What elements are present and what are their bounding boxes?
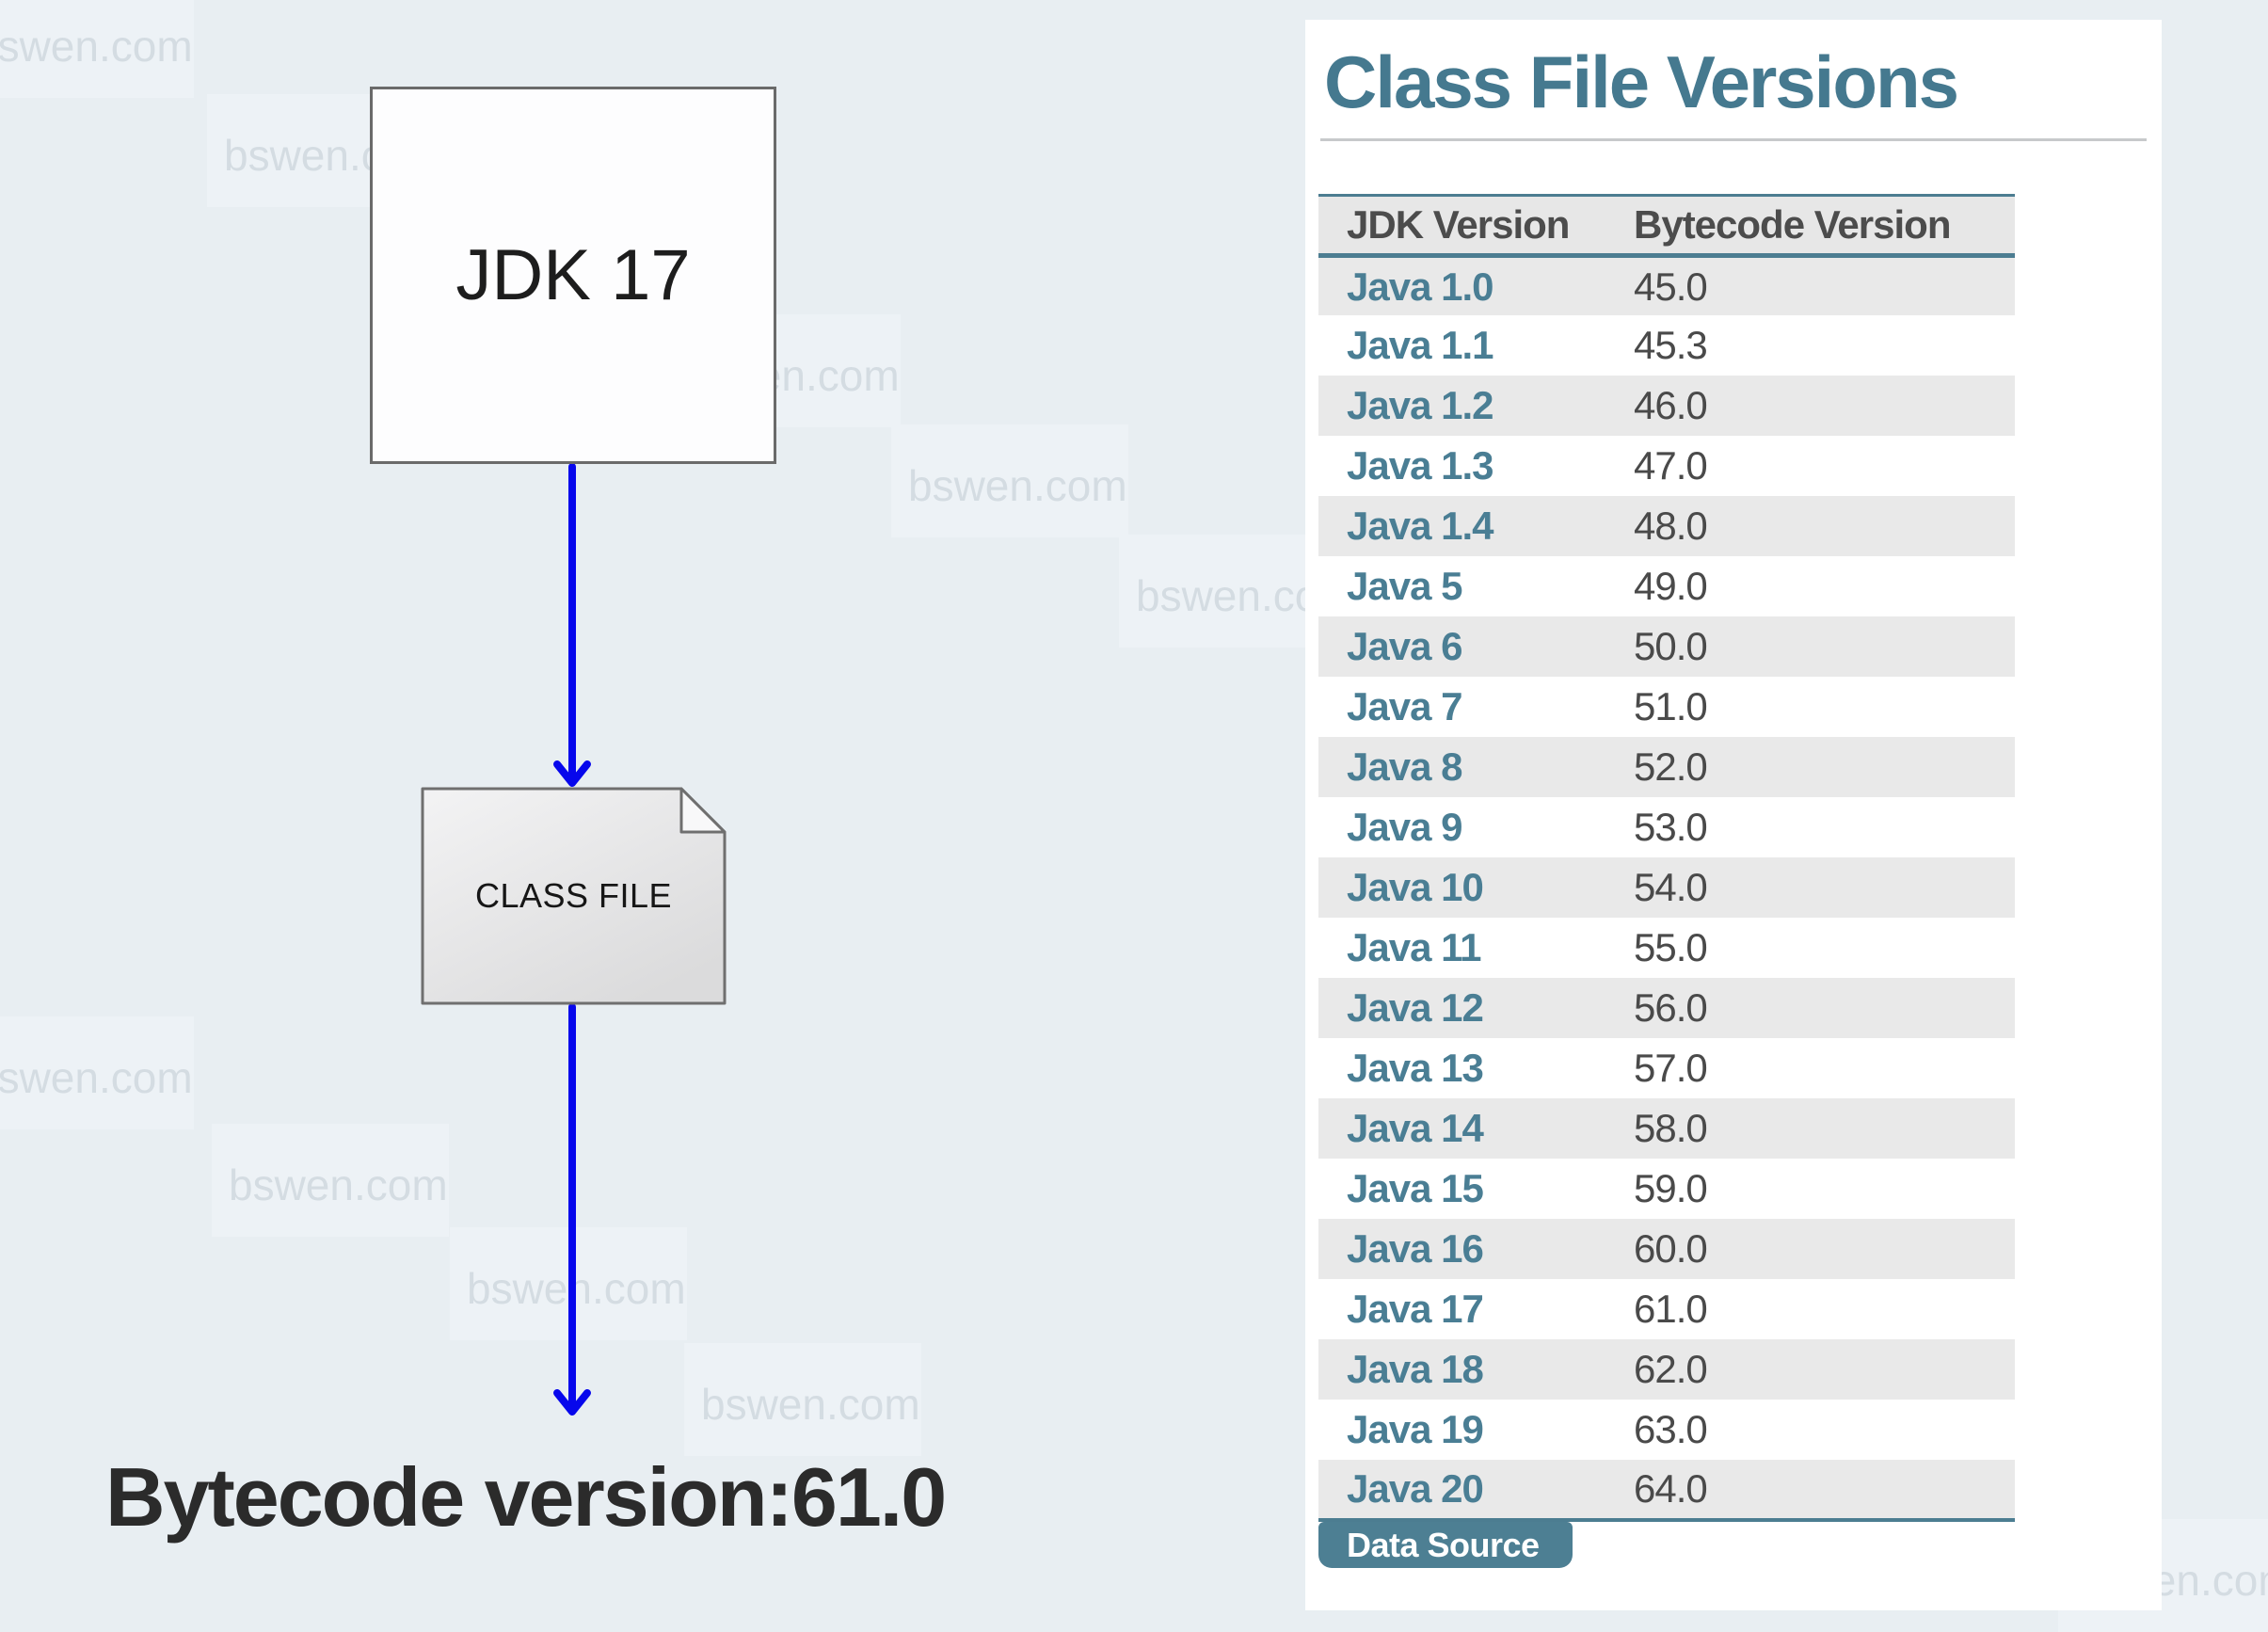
table-row: Java 11 55.0 <box>1318 918 2015 978</box>
table-row: Java 9 53.0 <box>1318 797 2015 857</box>
watermark: bswen.com <box>0 1016 194 1129</box>
watermark-text: bswen.com <box>701 1380 920 1429</box>
watermark-tile <box>684 1343 921 1456</box>
panel-title: Class File Versions <box>1324 40 1959 123</box>
table-row: Java 19 63.0 <box>1318 1400 2015 1460</box>
bytecode-version-cell: 63.0 <box>1634 1407 1708 1452</box>
bytecode-version-cell: 54.0 <box>1634 865 1708 910</box>
bytecode-version-cell: 45.3 <box>1634 323 1708 368</box>
document-icon <box>421 787 727 1005</box>
table-row: Java 1.2 46.0 <box>1318 376 2015 437</box>
table-row: Java 18 62.0 <box>1318 1339 2015 1400</box>
column-header-jdk-version: JDK Version <box>1347 201 1570 247</box>
table-row: Java 1.0 45.0 <box>1318 255 2015 316</box>
bytecode-version-cell: 60.0 <box>1634 1226 1708 1272</box>
jdk-version-cell: Java 10 <box>1347 865 1484 910</box>
watermark-text: bswen.com <box>229 1160 448 1209</box>
column-header-bytecode-version: Bytecode Version <box>1634 201 1951 247</box>
jdk-version-cell: Java 15 <box>1347 1166 1484 1211</box>
bytecode-version-cell: 58.0 <box>1634 1106 1708 1151</box>
data-source-button[interactable]: Data Source <box>1318 1522 1573 1569</box>
jdk-version-cell: Java 1.1 <box>1347 323 1494 368</box>
jdk-version-cell: Java 17 <box>1347 1287 1484 1332</box>
watermark-text: bswen.com <box>0 22 193 71</box>
jdk-version-cell: Java 18 <box>1347 1347 1484 1392</box>
watermark: bswen.com <box>684 1343 921 1456</box>
jdk-version-cell: Java 16 <box>1347 1226 1484 1272</box>
table-row: Java 14 58.0 <box>1318 1098 2015 1160</box>
bytecode-version-cell: 50.0 <box>1634 624 1708 669</box>
jdk-version-cell: Java 12 <box>1347 985 1484 1031</box>
table-row: Java 1.4 48.0 <box>1318 496 2015 557</box>
arrowhead-down-icon <box>553 760 591 787</box>
table-row: Java 8 52.0 <box>1318 737 2015 798</box>
jdk-version-cell: Java 1.2 <box>1347 383 1494 428</box>
table-row: Java 1.1 45.3 <box>1318 315 2015 376</box>
table-row: Java 6 50.0 <box>1318 616 2015 678</box>
jdk-version-cell: Java 1.0 <box>1347 264 1494 309</box>
watermark: bswen.com <box>450 1227 687 1340</box>
table-row: Java 5 49.0 <box>1318 556 2015 616</box>
bytecode-version-cell: 46.0 <box>1634 383 1708 428</box>
table-body: Java 1.0 45.0 Java 1.1 45.3 Java 1.2 46.… <box>1318 255 2015 1521</box>
bytecode-version-cell: 53.0 <box>1634 805 1708 850</box>
watermark-text: bswen.com <box>908 461 1127 510</box>
watermark-tile <box>0 1016 194 1129</box>
jdk-box-label: JDK 17 <box>455 235 691 315</box>
table-row: Java 17 61.0 <box>1318 1279 2015 1339</box>
bytecode-version-cell: 64.0 <box>1634 1466 1708 1512</box>
watermark-tile <box>0 0 194 98</box>
bytecode-version-cell: 49.0 <box>1634 564 1708 609</box>
bytecode-version-cell: 48.0 <box>1634 504 1708 549</box>
bytecode-version-cell: 55.0 <box>1634 925 1708 970</box>
jdk-version-cell: Java 11 <box>1347 925 1482 970</box>
table-header: JDK Version Bytecode Version <box>1318 195 2015 256</box>
bytecode-version-result: Bytecode version:61.0 <box>105 1450 947 1544</box>
table-row: Java 13 57.0 <box>1318 1038 2015 1098</box>
bytecode-version-cell: 59.0 <box>1634 1166 1708 1211</box>
table-row: Java 20 64.0 <box>1318 1460 2015 1521</box>
table-row: Java 12 56.0 <box>1318 978 2015 1039</box>
jdk-version-cell: Java 6 <box>1347 624 1462 669</box>
jdk-version-cell: Java 7 <box>1347 684 1462 729</box>
bytecode-version-cell: 52.0 <box>1634 744 1708 790</box>
title-divider <box>1320 137 2147 141</box>
table-row: Java 7 51.0 <box>1318 677 2015 737</box>
jdk-version-cell: Java 5 <box>1347 564 1462 609</box>
jdk-version-cell: Java 9 <box>1347 805 1462 850</box>
bytecode-version-cell: 57.0 <box>1634 1046 1708 1091</box>
watermark-text: bswen.com <box>467 1264 686 1313</box>
bytecode-version-cell: 56.0 <box>1634 985 1708 1031</box>
jdk-version-cell: Java 8 <box>1347 744 1462 790</box>
jdk-version-cell: Java 14 <box>1347 1106 1484 1151</box>
table-row: Java 16 60.0 <box>1318 1219 2015 1280</box>
bytecode-version-cell: 62.0 <box>1634 1347 1708 1392</box>
jdk-box: JDK 17 <box>370 87 776 464</box>
jdk-version-cell: Java 13 <box>1347 1046 1484 1091</box>
table-header-row: JDK Version Bytecode Version <box>1318 195 2015 256</box>
bytecode-version-cell: 45.0 <box>1634 264 1708 309</box>
class-file-versions-table: JDK Version Bytecode Version Java 1.0 45… <box>1318 194 2015 1523</box>
class-file-label: CLASS FILE <box>474 876 673 915</box>
class-file-versions-panel: Class File Versions JDK Version Bytecode… <box>1305 20 2162 1610</box>
class-file-shape: CLASS FILE <box>421 787 727 1005</box>
watermark-tile <box>891 424 1128 537</box>
jdk-version-cell: Java 20 <box>1347 1466 1484 1512</box>
arrowhead-down-icon <box>553 1389 591 1416</box>
watermark: bswen.com <box>891 424 1128 537</box>
watermark: bswen.com <box>0 0 194 98</box>
bytecode-version-cell: 61.0 <box>1634 1287 1708 1332</box>
jdk-version-cell: Java 1.4 <box>1347 504 1494 549</box>
watermark-text: bswen.com <box>0 1053 193 1102</box>
bytecode-version-cell: 51.0 <box>1634 684 1708 729</box>
table-row: Java 1.3 47.0 <box>1318 436 2015 496</box>
jdk-version-cell: Java 19 <box>1347 1407 1484 1452</box>
watermark: bswen.com <box>212 1124 449 1237</box>
table-row: Java 15 59.0 <box>1318 1159 2015 1219</box>
jdk-version-cell: Java 1.3 <box>1347 443 1494 488</box>
watermark-tile <box>212 1124 449 1237</box>
bytecode-version-cell: 47.0 <box>1634 443 1708 488</box>
table-row: Java 10 54.0 <box>1318 857 2015 919</box>
